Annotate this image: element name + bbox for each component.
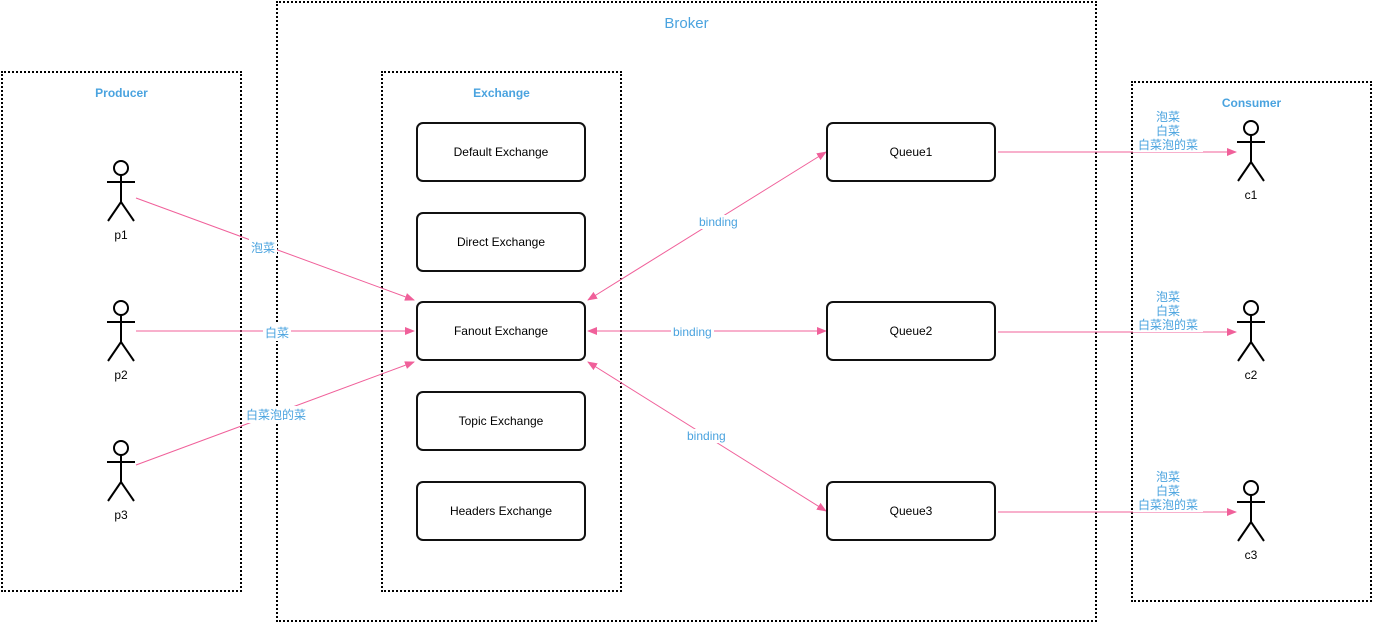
headers-exchange-box[interactable]: Headers Exchange [416,481,586,541]
delivered-label-c3: 泡菜 白菜 白菜泡的菜 [1133,470,1203,512]
producer-p3-label: p3 [114,508,128,522]
producer-p2-label: p2 [114,368,128,382]
consumer-title: Consumer [1221,96,1282,110]
broker-container: Broker [276,1,1097,622]
delivered-label-c2: 泡菜 白菜 白菜泡的菜 [1133,290,1203,332]
queue1-label: Queue1 [889,145,933,159]
broker-title: Broker [664,15,709,32]
delivered-label-c1: 泡菜 白菜 白菜泡的菜 [1133,110,1203,152]
queue2-box[interactable]: Queue2 [826,301,996,361]
direct-exchange-box[interactable]: Direct Exchange [416,212,586,272]
topic-exchange-box[interactable]: Topic Exchange [416,391,586,451]
producer-p3-actor-icon [107,440,135,502]
delivered-c2-item: 泡菜 [1155,290,1180,304]
delivered-c1-item: 泡菜 [1155,110,1180,124]
delivered-c3-item: 泡菜 [1155,470,1180,484]
edge-label-p3-message: 白菜泡的菜 [244,406,309,423]
delivered-c2-item: 白菜 [1155,304,1180,318]
consumer-container: Consumer [1131,81,1372,602]
consumer-c1-actor-icon [1237,120,1265,182]
fanout-exchange-label: Fanout Exchange [453,324,549,338]
consumer-c2-actor-icon [1237,300,1265,362]
producer-p2-actor-icon [107,300,135,362]
edge-label-p2-message: 白菜 [263,324,292,341]
binding-label-queue1: binding [697,215,740,229]
edge-label-p1-message: 泡菜 [249,239,278,256]
topic-exchange-label: Topic Exchange [458,414,544,428]
default-exchange-box[interactable]: Default Exchange [416,122,586,182]
queue3-box[interactable]: Queue3 [826,481,996,541]
exchange-title: Exchange [473,86,530,100]
delivered-c1-item: 白菜 [1155,124,1180,138]
delivered-c3-item: 白菜泡的菜 [1137,498,1198,512]
direct-exchange-label: Direct Exchange [456,235,546,249]
delivered-c1-item: 白菜泡的菜 [1137,138,1198,152]
producer-p1-actor-icon [107,160,135,222]
delivered-c2-item: 白菜泡的菜 [1137,318,1198,332]
headers-exchange-label: Headers Exchange [449,504,553,518]
consumer-c2-label: c2 [1244,368,1258,382]
producer-container: Producer [1,71,242,592]
binding-label-queue3: binding [685,429,728,443]
queue3-label: Queue3 [889,504,933,518]
producer-p1-label: p1 [114,228,128,242]
consumer-c1-label: c1 [1244,188,1258,202]
default-exchange-label: Default Exchange [453,145,549,159]
queue1-box[interactable]: Queue1 [826,122,996,182]
consumer-c3-actor-icon [1237,480,1265,542]
fanout-exchange-box[interactable]: Fanout Exchange [416,301,586,361]
delivered-c3-item: 白菜 [1155,484,1180,498]
producer-title: Producer [95,86,148,100]
binding-label-queue2: binding [671,325,714,339]
queue2-label: Queue2 [889,324,933,338]
consumer-c3-label: c3 [1244,548,1258,562]
